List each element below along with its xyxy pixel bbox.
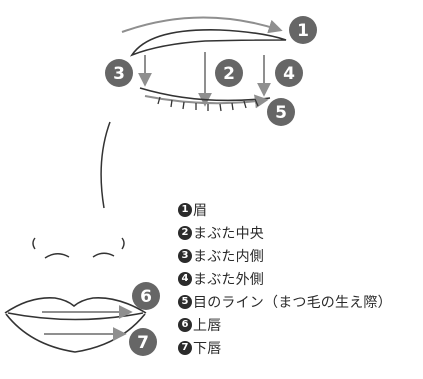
- marker-3: 3: [105, 59, 133, 87]
- legend-item: 7 下唇: [178, 336, 418, 359]
- svg-text:1: 1: [297, 21, 309, 41]
- legend-number: 5: [178, 294, 192, 309]
- legend-label: 下唇: [193, 340, 222, 357]
- mouth-line: [7, 312, 144, 321]
- legend-item: 6 上唇: [178, 313, 418, 336]
- nostril-curve-right: [92, 252, 115, 258]
- legend-number: 2: [178, 225, 192, 240]
- legend-number: 7: [178, 340, 192, 355]
- legend-item: 3 まぶた内側: [178, 244, 418, 267]
- nose-bridge: [100, 121, 111, 209]
- legend-label: まぶた外側: [193, 271, 264, 288]
- marker-7: 7: [129, 328, 157, 356]
- legend: 1 眉 2 まぶた中央 3 まぶた内側 4 まぶた外側 5 目のライン（まつ毛の…: [178, 198, 418, 359]
- eye-line-arrow: [144, 94, 269, 109]
- svg-text:5: 5: [275, 103, 287, 123]
- eyebrow: [129, 29, 287, 57]
- legend-item: 2 まぶた中央: [178, 221, 418, 244]
- legend-item: 1 眉: [178, 198, 418, 221]
- legend-label: 眉: [193, 202, 208, 219]
- svg-text:7: 7: [137, 333, 149, 353]
- marker-5: 5: [267, 98, 295, 126]
- legend-number: 4: [178, 271, 192, 286]
- marker-1: 1: [289, 16, 317, 44]
- legend-number: 3: [178, 248, 192, 263]
- legend-number: 6: [178, 317, 192, 332]
- eyelashes: [157, 96, 259, 112]
- legend-label: 目のライン（まつ毛の生え際）: [193, 294, 392, 311]
- legend-item: 4 まぶた外側: [178, 267, 418, 290]
- marker-2: 2: [215, 59, 243, 87]
- marker-4: 4: [275, 59, 303, 87]
- upper-lip: [4, 296, 147, 314]
- lower-lip: [5, 313, 146, 353]
- legend-label: まぶた内側: [193, 248, 264, 265]
- marker-6: 6: [132, 282, 160, 310]
- svg-text:3: 3: [113, 64, 125, 84]
- nostril-curve-left: [44, 253, 70, 259]
- legend-item: 5 目のライン（まつ毛の生え際）: [178, 290, 418, 313]
- legend-label: まぶた中央: [193, 225, 264, 242]
- svg-text:6: 6: [140, 287, 152, 307]
- nostril-left: [32, 237, 36, 250]
- legend-label: 上唇: [193, 317, 222, 334]
- eyebrow-arrow: [121, 16, 283, 34]
- legend-number: 1: [178, 202, 192, 217]
- nostril-right: [121, 237, 125, 250]
- svg-text:4: 4: [283, 64, 295, 84]
- svg-text:2: 2: [223, 64, 235, 84]
